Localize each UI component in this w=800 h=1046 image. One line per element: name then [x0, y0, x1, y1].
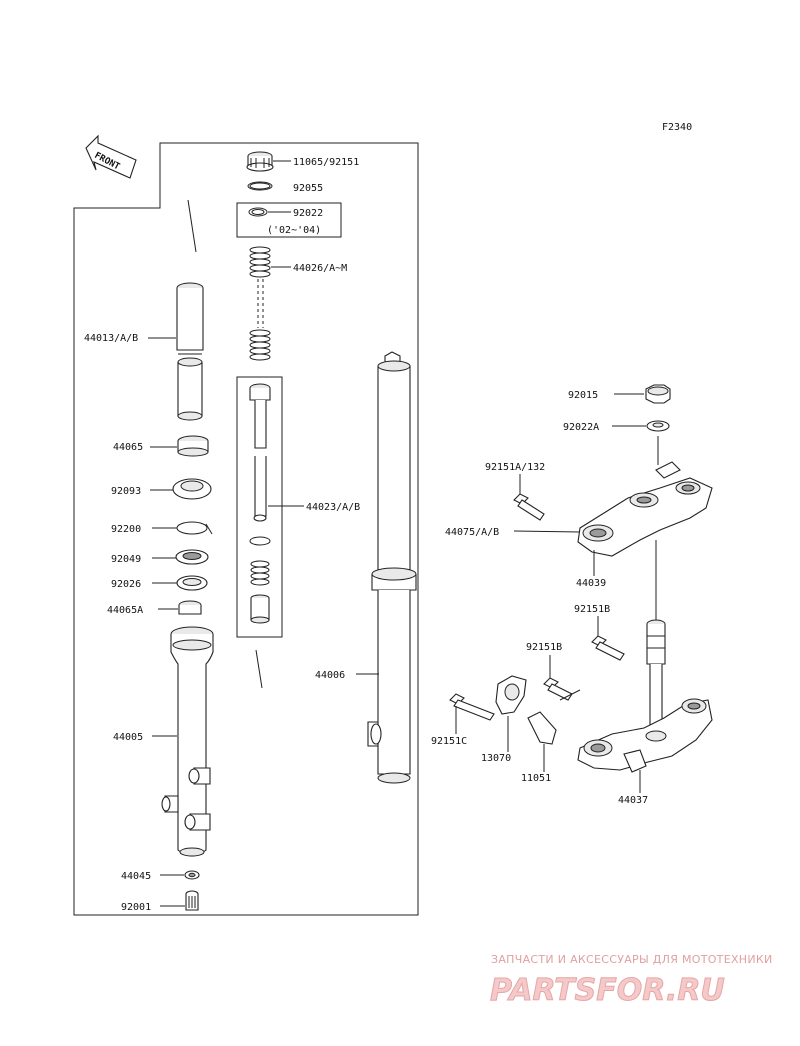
label-11051: 11051: [521, 773, 551, 784]
cap-bolt-11065: [246, 151, 274, 172]
bolt-92001: [185, 890, 199, 911]
fork-spring-44026: [249, 246, 271, 361]
guide-bushing-44065: [177, 435, 209, 457]
watermark-logo: PARTSFOR.RU: [490, 973, 725, 1008]
label-92001: 92001: [121, 902, 151, 913]
bracket-11051: [527, 689, 581, 745]
upper-clamp-44039: [577, 436, 713, 557]
label-44039: 44039: [576, 578, 606, 589]
brake-hose-clamp-13070: [495, 675, 527, 715]
slide-bushing-44013: [176, 199, 204, 421]
label-92022A: 92022A: [563, 422, 599, 433]
label-44065A: 44065A: [107, 605, 143, 616]
watermark-caption: ЗАПЧАСТИ И АКСЕССУАРЫ ДЛЯ МОТОТЕХНИКИ: [491, 953, 773, 966]
oil-seal-92049: [175, 549, 209, 565]
gasket-44045: [184, 870, 200, 880]
label-92151A: 92151A/132: [485, 462, 545, 473]
label-92026: 92026: [111, 579, 141, 590]
box-92022: [236, 202, 342, 238]
bolt-92151C: [449, 693, 495, 721]
bolt-92151B-lower: [543, 677, 573, 701]
label-92049: 92049: [111, 554, 141, 565]
label-44006: 44006: [315, 670, 345, 681]
inner-tube-44006: [367, 351, 417, 784]
snap-ring-92200: [176, 521, 213, 535]
lower-clamp-44037: [577, 698, 713, 773]
fork-group-border: [73, 142, 419, 916]
label-13070: 13070: [481, 753, 511, 764]
label-44075: 44075/A/B: [445, 527, 499, 538]
label-44026: 44026/A~M: [293, 263, 347, 274]
front-arrow-icon: FRONT: [85, 134, 137, 179]
label-92093: 92093: [111, 486, 141, 497]
label-44013: 44013/A/B: [84, 333, 138, 344]
bolt-92151B-upper: [591, 635, 625, 661]
stem-nut-92015: [645, 384, 671, 404]
label-44065: 44065: [113, 442, 143, 453]
label-44023: 44023/A/B: [306, 502, 360, 513]
label-11065: 11065/92151: [293, 157, 359, 168]
label-44037: 44037: [618, 795, 648, 806]
box-44023: [236, 376, 283, 638]
steering-stem: [646, 540, 666, 729]
label-92055: 92055: [293, 183, 323, 194]
washer-92022A: [646, 420, 670, 432]
label-92151B-upper: 92151B: [574, 604, 610, 615]
label-92015: 92015: [568, 390, 598, 401]
label-92022-years: ('02~'04): [267, 225, 321, 236]
label-44045: 44045: [121, 871, 151, 882]
label-92022: 92022: [293, 208, 323, 219]
guide-bushing-44065A: [178, 600, 202, 615]
bolt-92151A: [513, 493, 545, 521]
o-ring-92055: [247, 181, 273, 191]
label-92151C: 92151C: [431, 736, 467, 747]
damper-assembly-44023: [249, 383, 271, 624]
dust-seal-92093: [172, 478, 212, 500]
figure-code: F2340: [662, 122, 692, 133]
label-92151B-lower: 92151B: [526, 642, 562, 653]
outer-tube-44005: [161, 626, 214, 857]
washer-92026: [176, 575, 208, 591]
label-44005: 44005: [113, 732, 143, 743]
o-ring-92022: [248, 207, 268, 217]
label-92200: 92200: [111, 524, 141, 535]
